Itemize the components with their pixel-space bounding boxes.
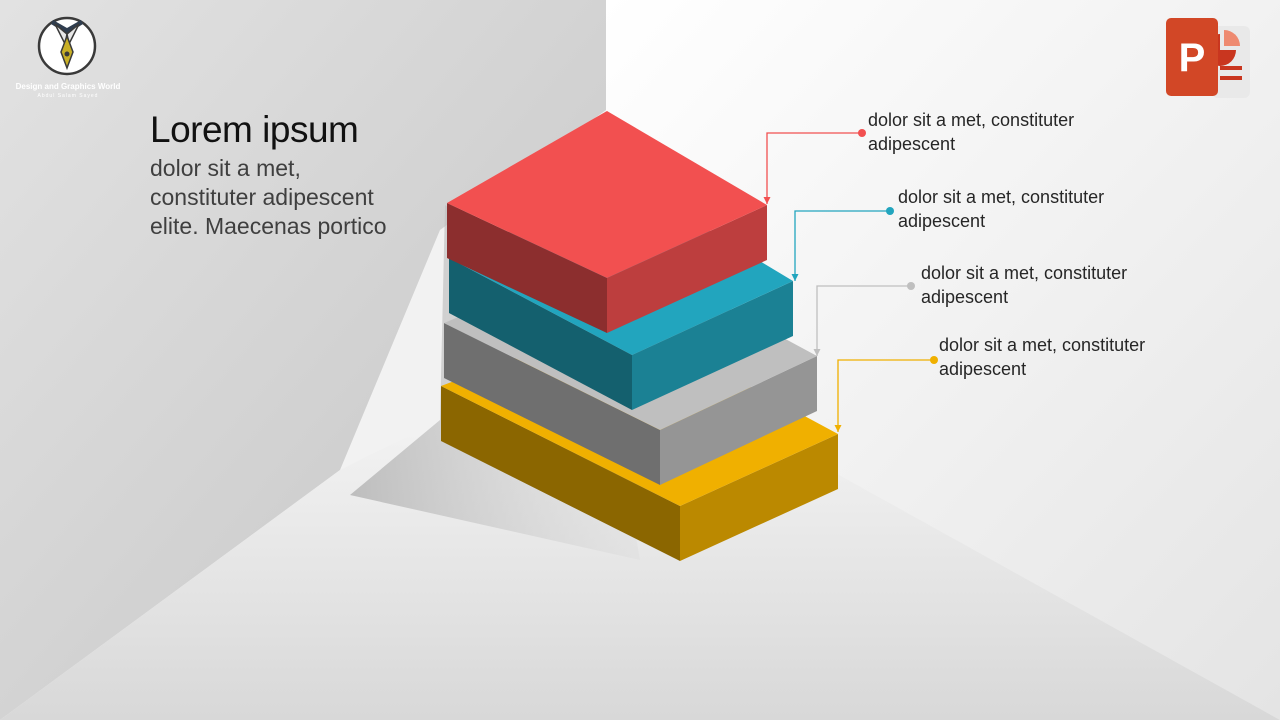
connector-gray-arrowhead — [813, 349, 821, 356]
callout-yellow-line-1: dolor sit a met, constituter — [939, 335, 1146, 355]
callout-red-line-2: adipescent — [868, 134, 956, 154]
layer-red-right-face — [607, 205, 767, 333]
layer-yellow-left-face — [441, 386, 680, 561]
connector-yellow-arrowhead — [834, 425, 842, 432]
callout-yellow: dolor sit a met, constituter adipescent — [939, 333, 1239, 381]
layer-stack — [441, 111, 838, 561]
callout-gray-line-1: dolor sit a met, constituter — [921, 263, 1128, 283]
connector-red-dot — [858, 129, 866, 137]
left-wall — [0, 0, 606, 720]
brand-name: Design and Graphics World — [15, 82, 121, 91]
layer-red — [447, 111, 767, 333]
shirt-tie-pen-logo-icon — [37, 16, 97, 76]
connector-teal-dot — [886, 207, 894, 215]
callout-gray-line-2: adipescent — [921, 287, 1009, 307]
connector-gray-dot — [907, 282, 915, 290]
callout-yellow-line-2: adipescent — [939, 359, 1027, 379]
callout-red: dolor sit a met, constituter adipescent — [868, 108, 1168, 156]
connector-teal-arrowhead — [791, 274, 799, 281]
callout-gray: dolor sit a met, constituter adipescent — [921, 261, 1221, 309]
svg-text:P: P — [1179, 36, 1206, 80]
connector-teal-line — [794, 210, 890, 281]
heading-line-1: dolor sit a met, — [150, 155, 301, 181]
layer-teal-left-face — [449, 258, 632, 410]
right-wall — [606, 0, 1280, 720]
connector-yellow-line — [837, 359, 934, 432]
connector-red-arrowhead — [763, 197, 771, 204]
callout-teal: dolor sit a met, constituter adipescent — [898, 185, 1198, 233]
connector-red-line — [766, 132, 862, 204]
callout-teal-line-2: adipescent — [898, 211, 986, 231]
layer-gray-left-face — [444, 323, 660, 485]
heading-block: Lorem ipsum dolor sit a met, constituter… — [150, 108, 440, 241]
brand-tagline: Abdul Salam Sayed — [37, 93, 99, 99]
powerpoint-icon: P — [1166, 18, 1250, 98]
brand-logo: Design and Graphics World Abdul Salam Sa… — [10, 10, 130, 105]
layer-red-left-face — [447, 203, 607, 333]
layer-gray-right-face — [660, 356, 817, 485]
heading-line-3: elite. Maecenas portico — [150, 213, 387, 239]
page-title: Lorem ipsum — [150, 109, 359, 150]
floor — [0, 420, 1280, 720]
connector-yellow-dot — [930, 356, 938, 364]
layer-yellow-right-face — [680, 434, 838, 561]
callout-connectors — [763, 129, 938, 432]
callout-red-line-1: dolor sit a met, constituter — [868, 110, 1075, 130]
connector-gray-line — [816, 285, 911, 356]
layer-teal-right-face — [632, 281, 793, 410]
heading-line-2: constituter adipescent — [150, 184, 374, 210]
heading-description: dolor sit a met, constituter adipescent … — [150, 154, 440, 241]
layer-red-top-face — [447, 111, 767, 278]
callout-teal-line-1: dolor sit a met, constituter — [898, 187, 1105, 207]
